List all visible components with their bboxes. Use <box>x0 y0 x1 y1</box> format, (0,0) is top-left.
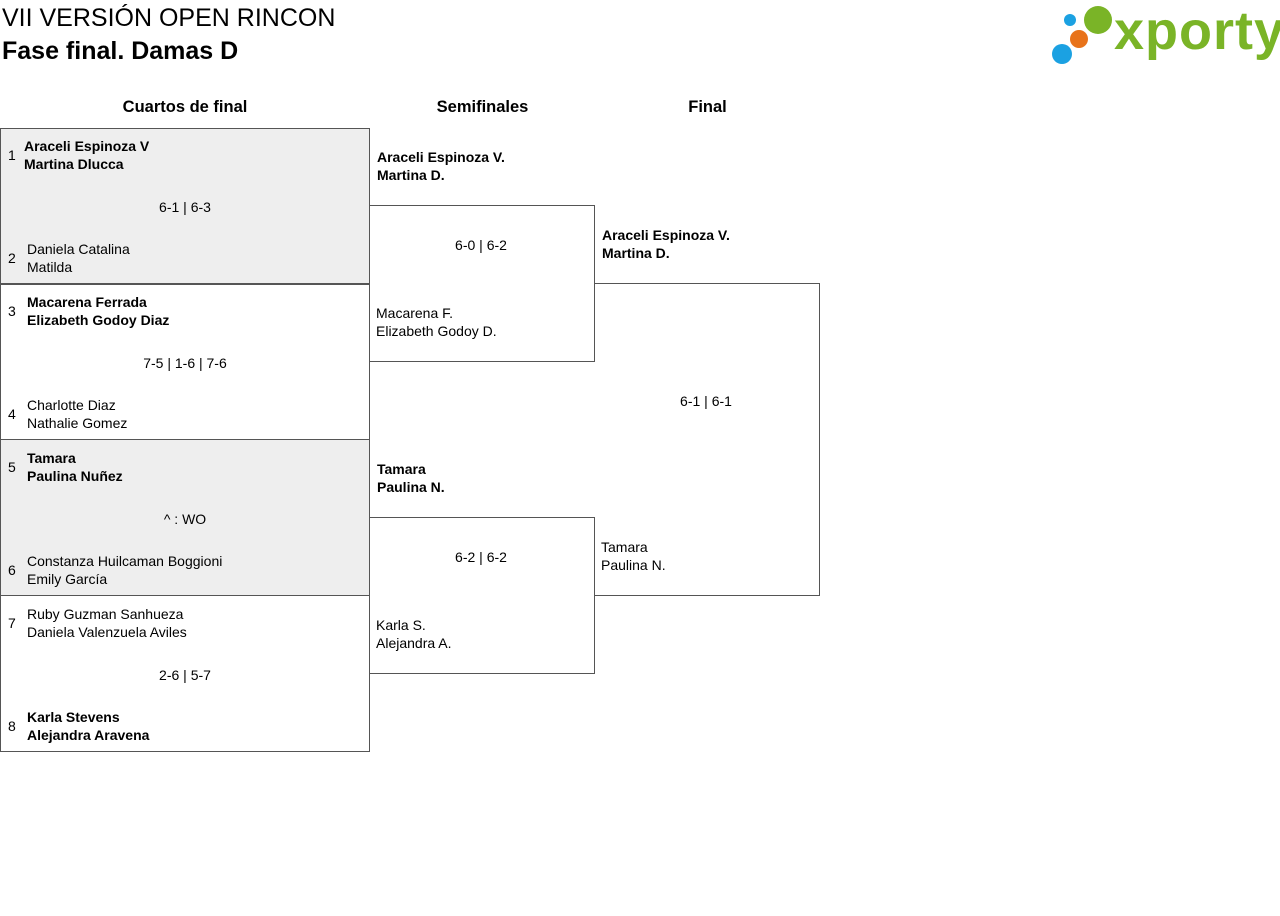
seed-number: 4 <box>8 406 16 422</box>
player-name: Tamara <box>601 539 648 555</box>
player-name: Araceli Espinoza V. <box>377 149 505 165</box>
round-header-quarterfinals: Cuartos de final <box>122 98 248 116</box>
semifinal-1-team-winner[interactable]: Araceli Espinoza V. Martina D. <box>377 148 505 184</box>
team-loser[interactable]: Charlotte Diaz Nathalie Gomez <box>27 396 127 432</box>
final-team-winner[interactable]: Araceli Espinoza V. Martina D. <box>602 226 730 262</box>
match-score: 2-6 | 5-7 <box>159 667 211 683</box>
player-name: Constanza Huilcaman Boggioni <box>27 553 223 569</box>
seed-number: 8 <box>8 718 16 734</box>
player-name: Paulina Nuñez <box>27 468 123 484</box>
player-name: Elizabeth Godoy D. <box>376 323 497 339</box>
player-name: Emily García <box>27 571 108 587</box>
player-name: Paulina N. <box>377 479 445 495</box>
quarterfinal-match-3[interactable]: 5 Tamara Paulina Nuñez ^ : WO 6 Constanz… <box>0 439 370 596</box>
semifinal-2-team-winner[interactable]: Tamara Paulina N. <box>377 460 445 496</box>
logo-dot-blue <box>1052 44 1072 64</box>
player-name: Nathalie Gomez <box>27 415 128 431</box>
player-name: Daniela Valenzuela Aviles <box>27 624 187 640</box>
match-score: 6-1 | 6-1 <box>680 393 732 409</box>
logo-wordmark: xporty <box>1114 1 1280 61</box>
team-loser[interactable]: Macarena F. Elizabeth Godoy D. <box>376 304 497 340</box>
player-name: Tamara <box>377 461 426 477</box>
team-loser[interactable]: Karla S. Alejandra A. <box>376 616 452 652</box>
player-name: Alejandra Aravena <box>27 727 150 743</box>
player-name: Elizabeth Godoy Diaz <box>27 312 170 328</box>
seed-number: 1 <box>8 147 16 163</box>
player-name: Ruby Guzman Sanhueza <box>27 606 184 622</box>
seed-number: 6 <box>8 562 16 578</box>
team-winner[interactable]: Araceli Espinoza V Martina Dlucca <box>24 137 149 173</box>
logo-dot-blue-small <box>1064 14 1076 26</box>
match-score: 6-0 | 6-2 <box>455 237 507 253</box>
player-name: Araceli Espinoza V <box>24 138 150 154</box>
player-name: Martina D. <box>377 167 445 183</box>
team-loser[interactable]: Constanza Huilcaman Boggioni Emily Garcí… <box>27 552 222 588</box>
logo-dot-green <box>1084 6 1112 34</box>
bracket-subtitle: Fase final. Damas D <box>2 37 239 65</box>
tournament-title: VII VERSIÓN OPEN RINCON <box>2 4 336 32</box>
player-name: Tamara <box>27 450 76 466</box>
player-name: Araceli Espinoza V. <box>602 227 730 243</box>
seed-number: 3 <box>8 303 16 319</box>
final-match[interactable]: 6-1 | 6-1 Tamara Paulina N. <box>594 283 820 596</box>
team-runner-up[interactable]: Tamara Paulina N. <box>601 538 666 574</box>
team-loser[interactable]: Ruby Guzman Sanhueza Daniela Valenzuela … <box>27 605 187 641</box>
quarterfinal-match-2[interactable]: 3 Macarena Ferrada Elizabeth Godoy Diaz … <box>0 283 370 440</box>
seed-number: 5 <box>8 459 16 475</box>
semifinal-match-2[interactable]: 6-2 | 6-2 Karla S. Alejandra A. <box>369 517 595 674</box>
player-name: Martina Dlucca <box>24 156 124 172</box>
player-name: Karla S. <box>376 617 426 633</box>
quarterfinal-match-4[interactable]: 7 Ruby Guzman Sanhueza Daniela Valenzuel… <box>0 595 370 752</box>
quarterfinal-match-1[interactable]: 1 Araceli Espinoza V Martina Dlucca 6-1 … <box>0 128 370 285</box>
player-name: Charlotte Diaz <box>27 397 116 413</box>
player-name: Daniela Catalina <box>27 241 130 257</box>
xporty-logo[interactable]: xporty <box>1050 1 1280 68</box>
seed-number: 7 <box>8 615 16 631</box>
player-name: Martina D. <box>602 245 670 261</box>
player-name: Macarena Ferrada <box>27 294 147 310</box>
semifinal-match-1[interactable]: 6-0 | 6-2 Macarena F. Elizabeth Godoy D. <box>369 205 595 362</box>
logo-dot-orange <box>1070 30 1088 48</box>
team-winner[interactable]: Macarena Ferrada Elizabeth Godoy Diaz <box>27 293 169 329</box>
team-loser[interactable]: Daniela Catalina Matilda <box>27 240 130 276</box>
match-score: ^ : WO <box>163 511 207 527</box>
player-name: Paulina N. <box>601 557 666 573</box>
player-name: Macarena F. <box>376 305 454 321</box>
match-score: 7-5 | 1-6 | 7-6 <box>143 355 227 371</box>
team-winner[interactable]: Tamara Paulina Nuñez <box>27 449 123 485</box>
match-score: 6-1 | 6-3 <box>159 199 211 215</box>
match-score: 6-2 | 6-2 <box>455 549 507 565</box>
team-winner[interactable]: Karla Stevens Alejandra Aravena <box>27 708 149 744</box>
player-name: Alejandra A. <box>376 635 452 651</box>
player-name: Karla Stevens <box>27 709 120 725</box>
round-header-semifinals: Semifinales <box>436 98 529 116</box>
player-name: Matilda <box>27 259 73 275</box>
round-header-final: Final <box>688 98 727 116</box>
seed-number: 2 <box>8 250 16 266</box>
